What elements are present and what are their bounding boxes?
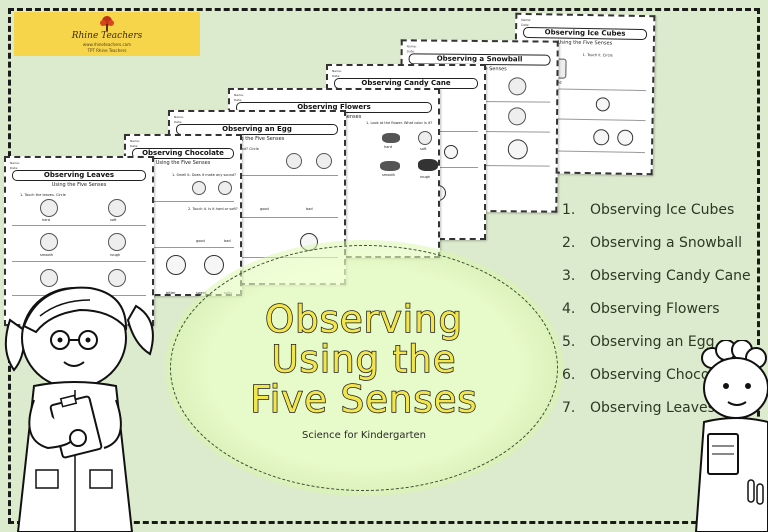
worksheet-meta: Name:Date:	[10, 161, 20, 170]
worksheet-title: Observing Chocolate	[132, 148, 234, 159]
worksheet-meta: Name:Date:	[130, 139, 140, 148]
list-item: 3.Observing Candy Cane	[562, 268, 751, 284]
worksheet-meta: Name:Date:	[234, 93, 244, 102]
list-item: 5.Observing an Egg	[562, 334, 715, 350]
worksheet-subtitle: Using the Five Senses	[155, 160, 211, 166]
headline-line-2: Using the	[271, 338, 457, 381]
worksheet-subtitle: Using the Five Senses	[51, 182, 107, 188]
headline-line-1: Observing	[264, 298, 463, 341]
list-item: 7.Observing Leaves	[562, 400, 715, 416]
list-item: 6.Observing Chocolate	[562, 367, 737, 383]
worksheet-title: Observing Leaves	[12, 170, 146, 181]
boy-scientist-icon	[694, 340, 768, 532]
subtitle: Science for Kindergarten	[302, 430, 426, 441]
list-item: 4.Observing Flowers	[562, 301, 720, 317]
worksheet-subtitle: Using the Five Senses	[229, 136, 285, 142]
logo-name: Rhine Teachers	[71, 31, 143, 41]
girl-scientist-icon	[4, 286, 154, 532]
worksheet-title: Observing an Egg	[176, 124, 338, 135]
list-item: 1.Observing Ice Cubes	[562, 202, 735, 218]
logo: Rhine Teachers www.rhineteachers.com TPT…	[14, 12, 200, 56]
worksheet-meta: Name:Date:	[332, 69, 342, 78]
title-oval	[170, 245, 558, 491]
contents-list: 1.Observing Ice Cubes 2.Observing a Snow…	[562, 200, 762, 431]
logo-tpt: TPT Rhine Teachers	[87, 48, 127, 53]
logo-url: www.rhineteachers.com	[82, 42, 132, 47]
tree-logo-icon	[100, 16, 114, 31]
worksheet-title: Observing Ice Cubes	[522, 26, 648, 41]
worksheet-meta: Name:Date:	[174, 115, 184, 124]
list-item: 2.Observing a Snowball	[562, 235, 743, 251]
headline-line-3: Five Senses	[250, 378, 478, 421]
